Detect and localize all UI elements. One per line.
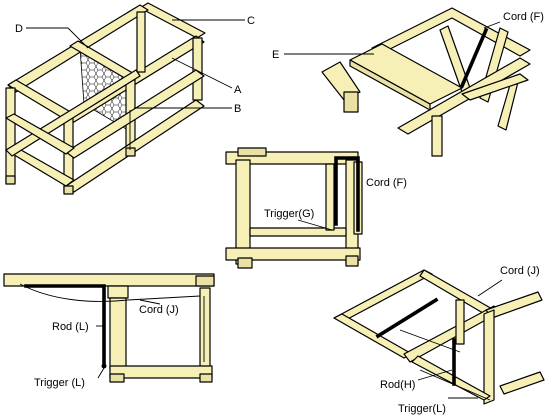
label-e: E	[272, 49, 279, 61]
beam-hanger	[107, 285, 129, 299]
cord-j-right-thin	[399, 329, 461, 353]
set-inner-post	[455, 299, 465, 345]
stand-post	[431, 115, 443, 157]
leader-a	[171, 57, 233, 89]
beam-top-end	[195, 275, 215, 287]
label-rod-h: Rod(H)	[380, 379, 415, 391]
mid-rail-left	[5, 113, 75, 155]
trigger-stand-figure	[321, 7, 531, 157]
set-post	[483, 309, 495, 405]
leader-trigger-l-left	[97, 367, 105, 379]
stand-left-runner	[321, 61, 361, 101]
label-c: C	[247, 15, 255, 27]
stand-cross-foot	[461, 73, 529, 101]
leader-trigger-g	[297, 219, 333, 231]
back-top-rail	[139, 2, 206, 39]
leader-cord-f-top	[483, 21, 501, 29]
top-board-e-edge	[349, 59, 431, 111]
beam-bottom-foot	[109, 373, 125, 383]
post-cap-mid	[125, 147, 136, 157]
set-top-rail-back	[333, 269, 433, 323]
label-trigger-l-left: Trigger (L)	[34, 377, 85, 389]
frame-bottom-foot-left	[237, 257, 253, 269]
label-cord-j-right: Cord (J)	[500, 265, 540, 277]
beam-bottom	[109, 365, 213, 379]
cord-f-top	[459, 27, 489, 89]
label-cord-j-left: Cord (J)	[139, 304, 179, 316]
trigger-l-right-line	[419, 369, 491, 401]
trigger-g-bar	[249, 227, 347, 237]
leader-d-diag	[67, 27, 89, 49]
set-foot	[499, 371, 545, 395]
post-mid-back	[136, 11, 146, 73]
label-d: D	[15, 23, 23, 35]
label-trigger-l-right: Trigger(L)	[398, 403, 446, 415]
label-cord-f-top: Cord (F)	[503, 11, 544, 23]
cord-j-left-line	[19, 283, 129, 302]
leader-cord-j-right	[477, 279, 503, 297]
cord-j-left-line-2	[127, 295, 201, 301]
post-cap-front-left	[5, 175, 16, 185]
frame-top-rail-end	[237, 147, 267, 157]
label-trigger-g: Trigger(G)	[264, 208, 314, 220]
label-cord-f-mid: Cord (F)	[366, 177, 407, 189]
trigger-l-left-tip	[101, 363, 107, 369]
leader-rod-h	[417, 369, 453, 381]
label-a: A	[234, 84, 242, 96]
post-front-left	[5, 87, 16, 184]
post-cap-front-right	[63, 185, 74, 195]
cord-j-right	[375, 297, 439, 339]
stand-left-foot	[343, 91, 359, 113]
beam-post-left	[109, 297, 127, 371]
rod-l-figure	[3, 273, 215, 383]
beam-bottom-foot-right	[199, 373, 213, 383]
beam-post-right	[199, 287, 211, 371]
rod-l	[24, 284, 106, 366]
frame-inner-post	[325, 163, 335, 231]
leader-cord-j-left	[139, 299, 161, 305]
trigger-g-figure	[225, 147, 363, 269]
cage-frame-figure	[5, 2, 206, 195]
frame-bottom-rail	[225, 247, 361, 261]
frame-bottom-foot-right	[345, 255, 359, 267]
cord-f-mid	[334, 156, 360, 232]
mid-rail-front	[65, 69, 205, 159]
label-b: B	[234, 103, 241, 115]
rod-h-figure	[333, 269, 545, 405]
label-rod-l: Rod (L)	[52, 321, 89, 333]
